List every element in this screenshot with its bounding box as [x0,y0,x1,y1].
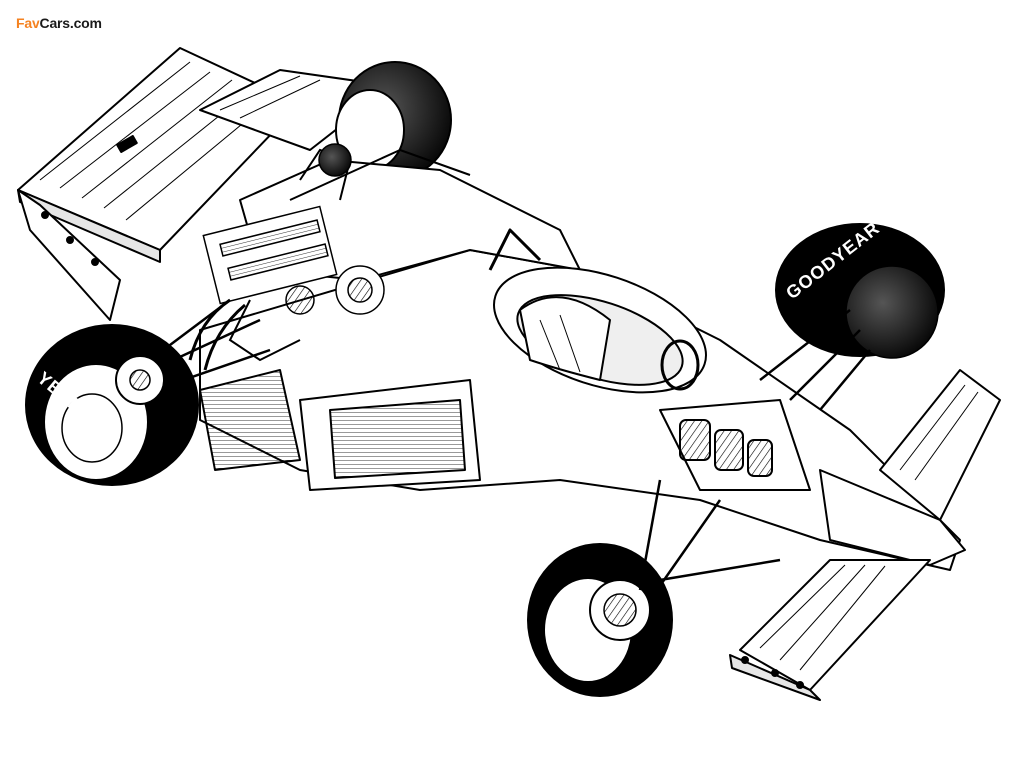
front-right-tyre: GOODYEAR [775,218,945,359]
logo-suffix: .com [69,15,102,31]
front-wing [729,369,1001,701]
front-left-tyre [527,543,673,697]
rear-right-tyre [335,61,452,179]
rear-left-tyre: YEAR [25,324,199,486]
rear-suspension [115,299,271,405]
logo-cars: Cars [39,15,71,31]
front-right-suspension [759,309,871,411]
front-left-suspension [638,479,781,601]
logo-fav: Fav [16,15,40,31]
engine [188,143,385,371]
rear-wing [17,47,393,321]
favcars-logo: FavCars.com [16,14,102,32]
